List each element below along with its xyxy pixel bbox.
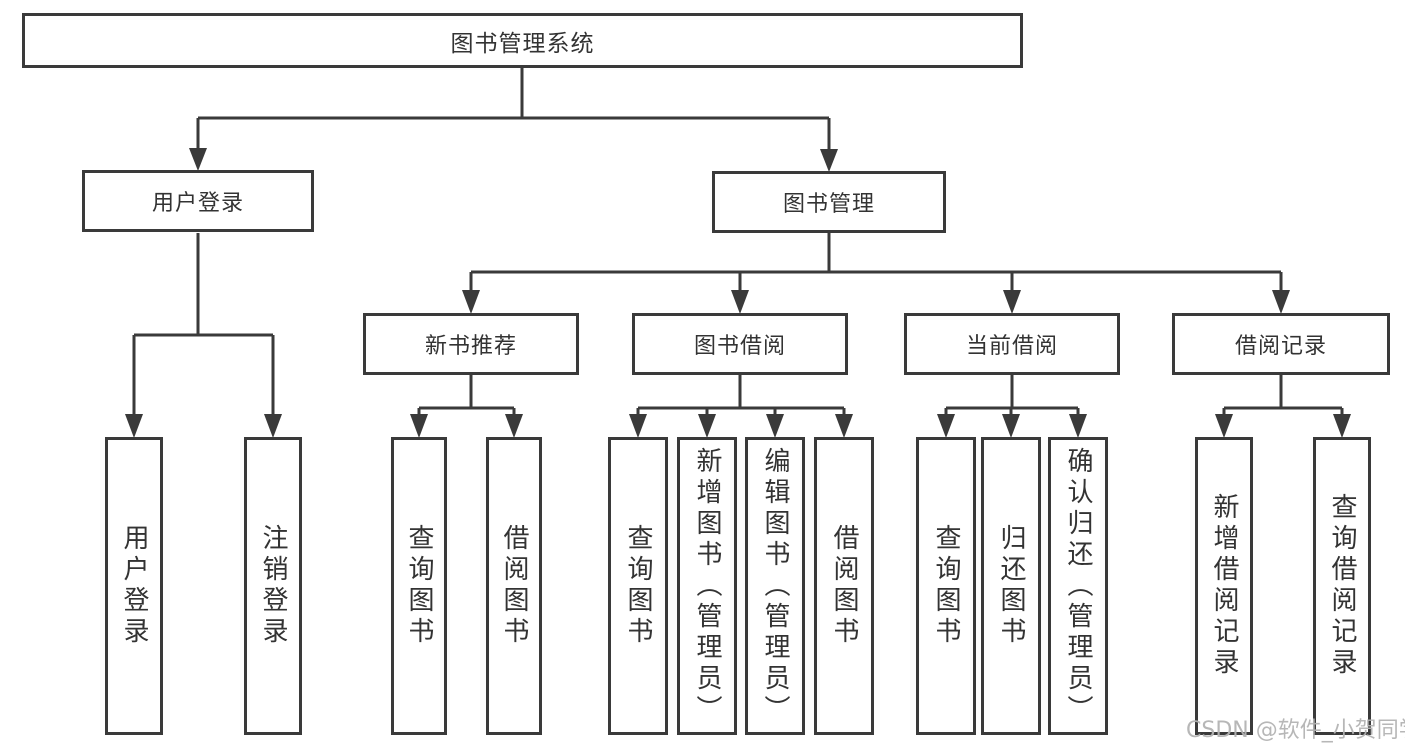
arrowhead-leaf-query-books-2: [629, 414, 647, 438]
node-root: 图书管理系统: [22, 13, 1023, 68]
leaf-confirm-return-admin: 确认归还（管理员）: [1048, 437, 1108, 735]
node-label: 编辑图书（管理员）: [760, 446, 790, 726]
node-label: 图书管理: [782, 192, 875, 217]
node-book-borrow: 图书借阅: [632, 313, 848, 375]
node-label: 查询图书: [623, 524, 653, 648]
leaf-borrow-books-1: 借阅图书: [486, 437, 542, 735]
node-label: 新增图书（管理员）: [692, 446, 722, 726]
node-label: 用户登录: [151, 191, 244, 216]
leaf-user-login: 用户登录: [105, 437, 163, 735]
arrowhead-leaf-query-books-3: [937, 414, 955, 438]
arrowhead-group-new-book: [462, 290, 480, 314]
arrowhead-book-management-branch: [820, 149, 838, 172]
arrowhead-group-borrow-record: [1272, 290, 1290, 314]
node-label: 借阅图书: [499, 524, 529, 648]
node-label: 查询图书: [404, 524, 434, 648]
arrowhead-group-book-borrow: [731, 290, 749, 314]
arrowhead-leaf-logout: [264, 414, 282, 438]
leaf-query-books-1: 查询图书: [391, 437, 447, 735]
leaf-logout: 注销登录: [244, 437, 302, 735]
node-root-label: 图书管理系统: [450, 30, 595, 57]
connector-book-management-groups: [469, 233, 1283, 291]
csdn-watermark: CSDN @软件_小贺同学: [1186, 718, 1405, 743]
node-label: 借阅记录: [1234, 334, 1327, 359]
connector-user-login-children: [132, 233, 275, 416]
leaf-add-book-admin: 新增图书（管理员）: [677, 437, 737, 735]
node-label: 归还图书: [996, 524, 1026, 648]
arrowhead-user-login-branch: [189, 148, 207, 171]
connector-root-to-level2: [196, 68, 831, 151]
arrowhead-leaf-return-book: [1002, 414, 1020, 438]
connector-borrow-record-children: [1222, 375, 1344, 416]
connector-book-borrow-children: [636, 375, 846, 416]
node-label: 查询借阅记录: [1327, 493, 1357, 679]
node-label: 用户登录: [119, 524, 149, 648]
leaf-borrow-books-2: 借阅图书: [814, 437, 874, 735]
node-borrow-record: 借阅记录: [1172, 313, 1390, 375]
node-label: 新增借阅记录: [1209, 493, 1239, 679]
arrowhead-leaf-add-book: [698, 414, 716, 438]
connector-current-borrow-children: [944, 375, 1080, 416]
arrowhead-leaf-user-login: [125, 414, 143, 438]
node-label: 查询图书: [931, 524, 961, 648]
node-current-borrow: 当前借阅: [904, 313, 1120, 375]
node-label: 注销登录: [258, 524, 288, 648]
node-label: 图书借阅: [693, 334, 786, 359]
arrowhead-leaf-confirm-return: [1069, 414, 1087, 438]
leaf-add-borrow-record: 新增借阅记录: [1195, 437, 1253, 735]
arrowhead-group-current-borrow: [1003, 290, 1021, 314]
node-book-management: 图书管理: [712, 171, 946, 233]
node-user-login-branch: 用户登录: [82, 170, 314, 232]
arrowhead-leaf-add-record: [1215, 414, 1233, 438]
arrowhead-leaf-borrow-books-1: [505, 414, 523, 438]
leaf-query-borrow-record: 查询借阅记录: [1313, 437, 1371, 735]
arrowhead-leaf-query-books-1: [410, 414, 428, 438]
leaf-query-books-2: 查询图书: [608, 437, 668, 735]
arrowhead-leaf-borrow-books-2: [835, 414, 853, 438]
leaf-edit-book-admin: 编辑图书（管理员）: [745, 437, 805, 735]
node-label: 借阅图书: [829, 524, 859, 648]
arrowhead-leaf-edit-book: [766, 414, 784, 438]
arrowhead-leaf-query-record: [1333, 414, 1351, 438]
node-label: 新书推荐: [424, 334, 517, 359]
leaf-query-books-3: 查询图书: [916, 437, 976, 735]
connector-new-book-children: [417, 375, 516, 416]
node-new-book-recommend: 新书推荐: [363, 313, 579, 375]
leaf-return-book: 归还图书: [981, 437, 1041, 735]
node-label: 确认归还（管理员）: [1063, 446, 1093, 726]
node-label: 当前借阅: [965, 334, 1058, 359]
